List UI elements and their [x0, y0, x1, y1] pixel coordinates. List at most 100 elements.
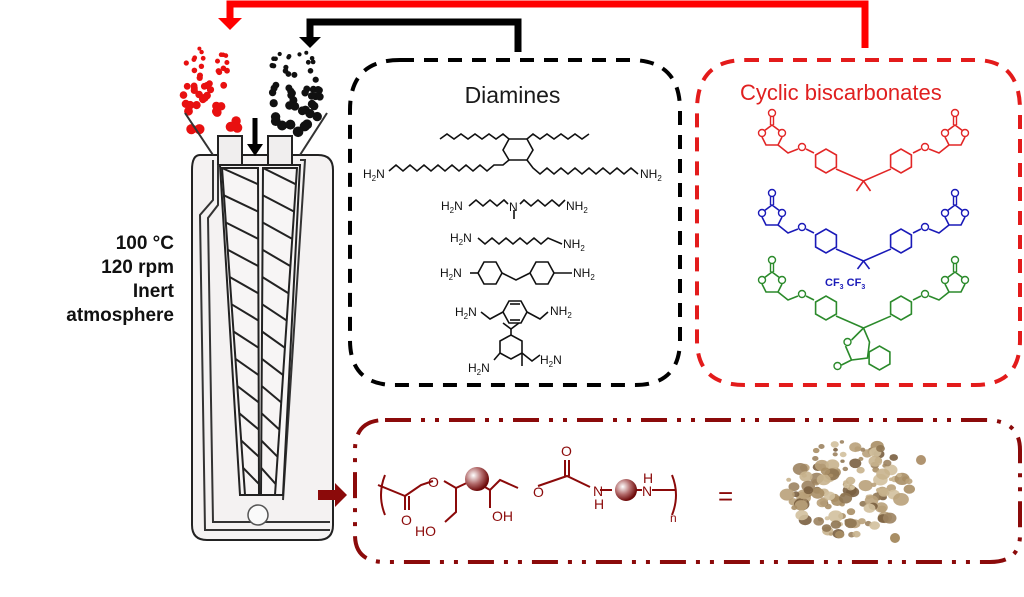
red-particle [191, 57, 197, 62]
crumb [874, 502, 888, 513]
svg-text:N: N [509, 200, 518, 214]
crumb [786, 477, 792, 482]
screw [259, 167, 299, 496]
nh-left-label: N [593, 483, 603, 499]
diamines-box [348, 58, 682, 387]
black-particle [312, 111, 322, 122]
crumb [849, 458, 862, 469]
nh-right-label: N [642, 483, 652, 499]
black-particle [285, 101, 294, 110]
crumb [858, 456, 864, 461]
black-particle [270, 112, 281, 122]
red-particle [217, 102, 226, 111]
crumb [882, 512, 897, 524]
red-particle [223, 53, 229, 58]
crumb [896, 473, 902, 478]
ho-label: HO [415, 523, 436, 539]
crumb [905, 478, 913, 485]
crumb [863, 503, 876, 513]
red-particle [200, 55, 206, 61]
crumb [844, 518, 857, 529]
output-arrow [318, 483, 347, 507]
crumb [852, 530, 861, 538]
carbonate-feed-arrow [218, 0, 869, 48]
svg-text:H2N: H2N [468, 361, 490, 377]
crumb [795, 510, 809, 521]
h2n-label: H2N [363, 167, 385, 183]
crumb [824, 491, 836, 501]
black-particle [269, 62, 275, 69]
crumb [903, 484, 915, 494]
crumb [799, 471, 813, 482]
crumb [839, 440, 845, 444]
crumb [845, 476, 856, 485]
crumb [818, 444, 825, 449]
h-right-label: H [643, 470, 653, 486]
svg-text:H2N: H2N [441, 199, 463, 215]
black-particle [285, 84, 293, 92]
svg-text:NH2: NH2 [563, 237, 585, 253]
polyhydroxyurethane-structure [377, 460, 677, 523]
crumb [825, 459, 840, 471]
crumb [889, 454, 898, 461]
crumb [830, 520, 842, 529]
black-particle [310, 59, 316, 65]
crumb [791, 505, 798, 511]
red-particle [197, 72, 203, 79]
crumb [878, 488, 890, 497]
red-particle [215, 58, 220, 64]
crumb [868, 455, 883, 467]
product-photo [779, 440, 926, 543]
crumb [833, 447, 838, 452]
black-particle [297, 106, 307, 116]
crumb [846, 508, 856, 516]
crumb [811, 487, 825, 499]
crumb [824, 516, 830, 521]
phenolphthalein-biscarbonate-structure [757, 255, 970, 371]
crumb [835, 530, 845, 539]
diamine-core-icon [615, 479, 637, 501]
crumb [816, 474, 831, 486]
black-particle [270, 84, 278, 92]
black-particle [302, 119, 313, 130]
black-particle [305, 59, 311, 65]
crumb [803, 486, 814, 495]
crumb [883, 459, 892, 467]
crumb [832, 452, 838, 457]
black-particle [269, 99, 278, 108]
black-particle [304, 50, 309, 55]
dimer-diamine-structure [388, 132, 639, 176]
equals-sign: = [718, 481, 733, 511]
crumb [788, 482, 800, 492]
atmosphere-label-1: Inert [132, 281, 174, 302]
screws [220, 167, 299, 496]
crumb [893, 493, 909, 506]
red-particle [224, 60, 230, 65]
crumb [840, 459, 845, 463]
red-particle [215, 68, 222, 74]
carbonyl-o-label: O [401, 512, 412, 528]
red-particle [198, 63, 205, 69]
red-particle [197, 46, 202, 51]
monomer-core-icon [465, 467, 489, 491]
crumb [828, 532, 834, 536]
black-particle [307, 68, 314, 74]
crumb [856, 466, 865, 474]
black-particle [285, 71, 292, 77]
crumb [820, 467, 831, 475]
carbonates-box [695, 58, 1022, 387]
crumb [838, 492, 853, 504]
speed-label: 120 rpm [101, 257, 174, 278]
carbonate-particles [179, 46, 243, 135]
svg-text:NH2: NH2 [573, 266, 595, 282]
black-particle [307, 99, 317, 109]
svg-text:NH2: NH2 [566, 199, 588, 215]
crumb [779, 488, 795, 501]
black-particle [315, 86, 323, 94]
crumb [830, 441, 839, 448]
bisphenol-af-biscarbonate-structure [757, 188, 970, 270]
black-particle [277, 51, 282, 57]
black-particle [309, 56, 315, 61]
crumb [890, 533, 900, 543]
